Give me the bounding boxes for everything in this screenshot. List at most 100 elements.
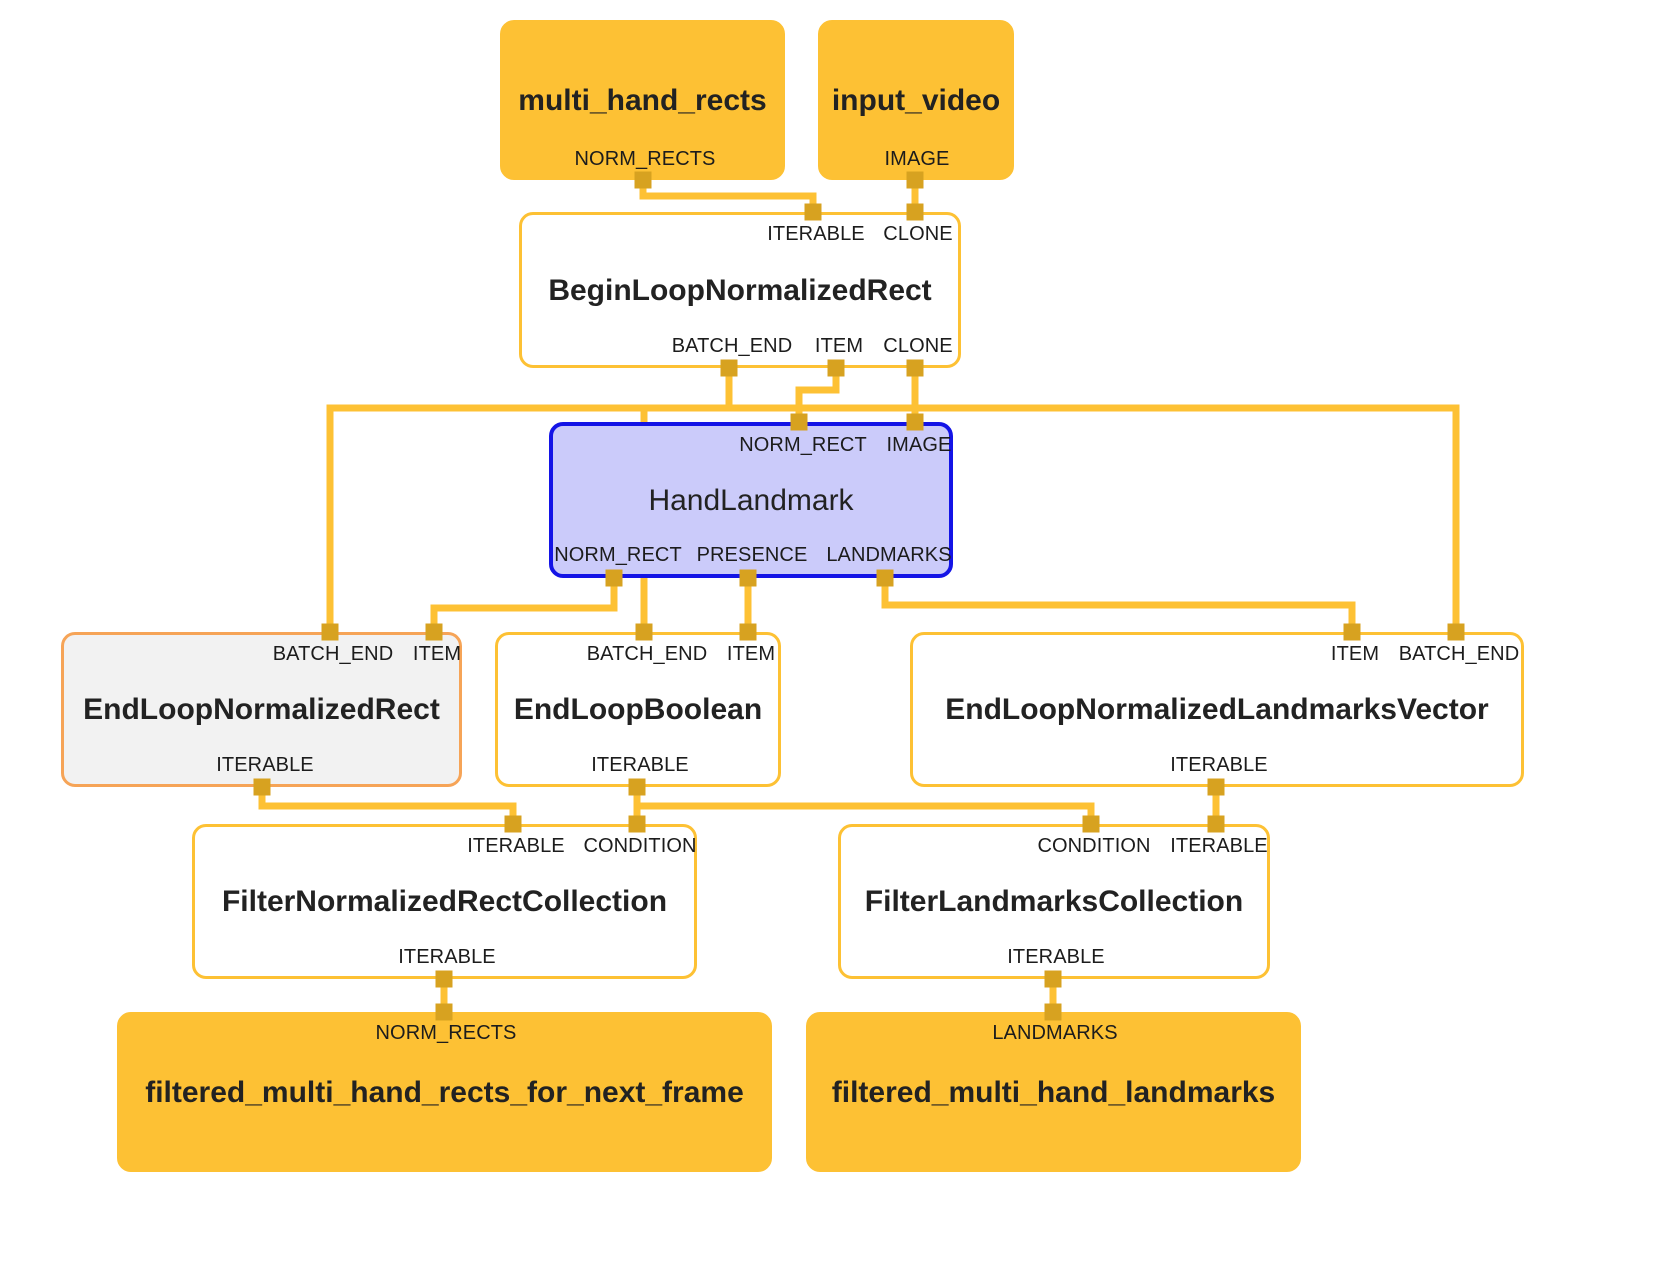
output-port-dot[interactable] (906, 171, 924, 189)
output-port-dot[interactable] (876, 569, 894, 587)
input-port-label: CLONE (883, 223, 953, 245)
node-title: BeginLoopNormalizedRect (548, 273, 932, 307)
node-title: multi_hand_rects (518, 83, 767, 117)
output-port-dot[interactable] (628, 778, 646, 796)
output-port-label: ITERABLE (216, 754, 314, 776)
edge-wire (639, 180, 817, 212)
output-port-dot[interactable] (906, 359, 924, 377)
input-port-label: ITEM (1330, 643, 1380, 665)
input-port-dot[interactable] (635, 623, 653, 641)
output-port-row: BATCH_END ITEM CLONE (522, 335, 958, 357)
input-port-row: BATCH_END ITEM (64, 643, 462, 665)
input-port-dot[interactable] (804, 203, 822, 221)
node-title: HandLandmark (648, 483, 854, 517)
edge-wire (633, 787, 1095, 824)
input-port-row: CONDITION ITERABLE (841, 835, 1267, 857)
node-title: FilterLandmarksCollection (864, 885, 1244, 918)
input-port-dot[interactable] (1082, 815, 1100, 833)
output-port-label: ITEM (814, 335, 864, 357)
input-port-dot[interactable] (504, 815, 522, 833)
output-port-label: PRESENCE (696, 544, 808, 566)
output-port-row: ITERABLE (195, 946, 694, 968)
input-port-dot[interactable] (435, 1003, 453, 1021)
input-port-dot[interactable] (906, 413, 924, 431)
output-port-label: BATCH_END (671, 335, 793, 357)
output-port-row: ITERABLE (913, 754, 1521, 776)
input-port-dot[interactable] (906, 203, 924, 221)
edge-wire (258, 787, 517, 824)
node-EndLoopNormalizedLandmarksVector[interactable]: EndLoopNormalizedLandmarksVector ITEM BATC… (910, 632, 1524, 787)
input-port-label: BATCH_END (586, 643, 708, 665)
input-port-row: NORM_RECT IMAGE (553, 434, 952, 456)
input-port-row: ITERABLE CONDITION (195, 835, 697, 857)
output-port-label: NORM_RECT (554, 544, 682, 566)
input-port-dot[interactable] (425, 623, 443, 641)
input-port-label: IMAGE (886, 434, 952, 456)
input-port-dot[interactable] (628, 815, 646, 833)
output-port-dot[interactable] (605, 569, 623, 587)
input-port-row: ITEM BATCH_END (913, 643, 1521, 665)
node-title: filtered_multi_hand_landmarks (831, 1075, 1276, 1109)
input-port-label: ITERABLE (1170, 835, 1268, 857)
output-port-row: ITERABLE (498, 754, 778, 776)
input-port-label: ITEM (726, 643, 776, 665)
input-port-dot[interactable] (1447, 623, 1465, 641)
input-port-label: BATCH_END (272, 643, 394, 665)
edge-wire (881, 578, 1356, 632)
output-port-label: NORM_RECTS (574, 148, 716, 170)
input-port-row: BATCH_END ITEM (498, 643, 778, 665)
input-port-dot[interactable] (739, 623, 757, 641)
node-filtered_multi_hand_landmarks[interactable]: filtered_multi_hand_landmarks LANDMARKS (806, 1012, 1301, 1172)
node-title: FilterNormalizedRectCollection (221, 885, 668, 918)
output-port-row: IMAGE (820, 148, 1012, 170)
input-port-label: NORM_RECT (739, 434, 867, 456)
node-FilterLandmarksCollection[interactable]: FilterLandmarksCollection CONDITION ITERAB… (838, 824, 1270, 979)
output-port-row: NORM_RECTS (502, 148, 783, 170)
node-EndLoopBoolean[interactable]: EndLoopBoolean BATCH_END ITEM ITERABLE (495, 632, 781, 787)
input-port-label: ITERABLE (467, 835, 565, 857)
output-port-dot[interactable] (827, 359, 845, 377)
output-port-label: CLONE (883, 335, 953, 357)
output-port-label: ITERABLE (398, 946, 496, 968)
input-port-dot[interactable] (1343, 623, 1361, 641)
output-port-row: ITERABLE (64, 754, 459, 776)
node-filtered_multi_hand_rects_for_next_frame[interactable]: filtered_multi_hand_rects_for_next_frame… (117, 1012, 772, 1172)
input-port-row: LANDMARKS (808, 1022, 1299, 1044)
input-port-label: CONDITION (583, 835, 697, 857)
node-EndLoopNormalizedRect[interactable]: EndLoopNormalizedRect BATCH_END ITEM ITERAB… (61, 632, 462, 787)
output-port-dot[interactable] (1207, 778, 1225, 796)
output-port-dot[interactable] (1044, 970, 1062, 988)
output-port-dot[interactable] (720, 359, 738, 377)
input-port-label: LANDMARKS (992, 1022, 1118, 1044)
output-port-label: IMAGE (884, 148, 950, 170)
input-port-dot[interactable] (790, 413, 808, 431)
input-port-dot[interactable] (321, 623, 339, 641)
node-title: EndLoopNormalizedRect (83, 693, 440, 726)
input-port-label: ITEM (412, 643, 462, 665)
node-title: input_video (831, 83, 1001, 117)
output-port-dot[interactable] (435, 970, 453, 988)
node-title: EndLoopNormalizedLandmarksVector (945, 693, 1489, 726)
node-title: EndLoopBoolean (513, 693, 763, 726)
output-port-dot[interactable] (634, 171, 652, 189)
input-port-label: ITERABLE (767, 223, 865, 245)
output-port-label: ITERABLE (1170, 754, 1268, 776)
input-port-dot[interactable] (1207, 815, 1225, 833)
input-port-row: NORM_RECTS (119, 1022, 770, 1044)
input-port-label: NORM_RECTS (375, 1022, 517, 1044)
input-port-label: BATCH_END (1398, 643, 1520, 665)
output-port-label: ITERABLE (1007, 946, 1105, 968)
edge-wire (430, 578, 618, 632)
output-port-dot[interactable] (739, 569, 757, 587)
input-port-label: CONDITION (1037, 835, 1151, 857)
output-port-dot[interactable] (253, 778, 271, 796)
input-port-row: ITERABLE CLONE (522, 223, 958, 245)
input-port-dot[interactable] (1044, 1003, 1062, 1021)
